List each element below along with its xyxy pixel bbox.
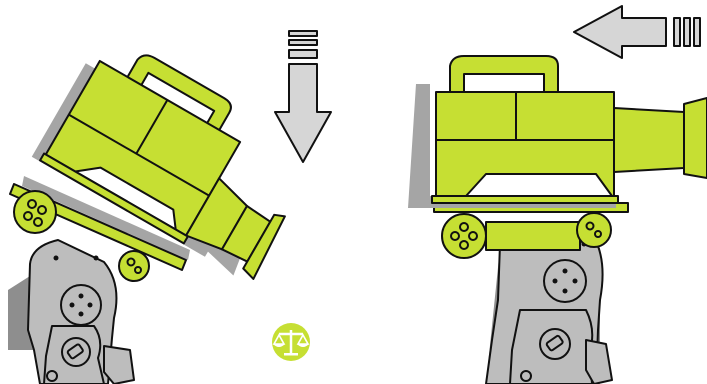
right-camera-level [408, 56, 707, 208]
left-plate-wheel-front-hole [128, 259, 135, 266]
right-tripod-handle [586, 340, 612, 384]
left-tripod-bolt [54, 256, 59, 261]
right-plate-wheel-front [577, 213, 611, 247]
right-tripod-head [486, 234, 612, 384]
left-plate-wheel-rear-hole [24, 212, 32, 220]
left-plate-wheel-front-hole [135, 267, 141, 273]
balance-badge-base [284, 353, 298, 356]
left-tripod-dial-hole [70, 303, 75, 308]
left-tripod-handle [104, 346, 134, 384]
right-plate-wheel-front-hole [587, 223, 594, 230]
right-camera-lens [614, 108, 684, 172]
right-tripod-dial [544, 260, 586, 302]
left-plate-wheel-rear-hole [38, 206, 46, 214]
left-tripod-screw [47, 371, 57, 381]
arrow-left-shape [574, 6, 666, 58]
arrow-down-stripe [289, 40, 317, 45]
arrow-down-icon [275, 31, 331, 162]
left-tripod-dial-hole [79, 294, 84, 299]
arrow-down-shape [275, 64, 331, 162]
left-tripod-dial-hole [88, 303, 93, 308]
balance-scale-icon [272, 323, 310, 361]
left-plate-wheel-rear [14, 191, 56, 233]
left-tripod-dial-hole [79, 312, 84, 317]
right-tripod-dial-hole [563, 289, 568, 294]
arrow-left-stripe [674, 18, 680, 46]
right-camera-lens-hood [684, 98, 707, 178]
right-plate-wheel-rear-hole [460, 223, 468, 231]
left-tripod-bolt [94, 256, 99, 261]
right-panel-balanced [408, 6, 707, 384]
right-tripod-dial-hole [573, 279, 578, 284]
left-plate-wheel-front [119, 251, 149, 281]
left-panel-unbalanced [8, 29, 331, 384]
right-plate-wheel-rear [442, 214, 486, 258]
left-tripod-head [8, 240, 134, 384]
right-plate-wheel-front-hole [595, 231, 601, 237]
right-plate-connector [486, 222, 580, 250]
right-tripod-screw [521, 371, 531, 381]
arrow-down-stripe [289, 50, 317, 58]
right-plate-wheel-rear-hole [460, 241, 468, 249]
arrow-left-stripe [684, 18, 690, 46]
right-camera-foot [466, 174, 612, 196]
left-plate-wheel-rear-hole [28, 200, 36, 208]
arrow-left-icon [574, 6, 700, 58]
right-camera-handle [450, 56, 558, 92]
arrow-down-stripe [289, 31, 317, 36]
right-plate-wheel-rear-hole [469, 232, 477, 240]
left-tripod-dial [61, 285, 101, 325]
right-tripod-dial-hole [563, 269, 568, 274]
right-plate-wheel-rear-hole [451, 232, 459, 240]
left-plate-wheel-rear-hole [34, 218, 42, 226]
arrow-left-stripe [694, 18, 700, 46]
right-tripod-dial-hole [553, 279, 558, 284]
right-camera-mount-rail [432, 196, 618, 203]
